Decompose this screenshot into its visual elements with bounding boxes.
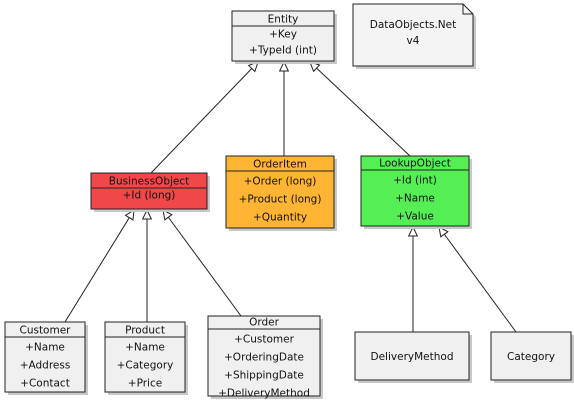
class-box <box>4 321 86 393</box>
class-box <box>490 331 572 381</box>
class-attribute: +Name <box>25 342 65 354</box>
class-attribute: +Name <box>125 342 165 354</box>
class-delivery-method[interactable]: DeliveryMethod <box>354 331 472 383</box>
class-attribute: +Value <box>396 211 434 223</box>
class-box <box>354 331 470 381</box>
class-customer[interactable]: Customer +Name +Address +Contact <box>4 321 88 395</box>
class-name: DeliveryMethod <box>371 351 454 363</box>
class-attribute: +Key <box>269 29 297 41</box>
class-attribute: +Order (long) <box>244 176 317 188</box>
inheritance-arrow-order <box>162 209 173 221</box>
edge-lookup_object-to-entity <box>316 67 411 157</box>
class-attribute: +Id (int) <box>393 175 437 187</box>
class-attribute: +Category <box>117 360 174 372</box>
class-attribute: +DeliveryMethod <box>218 388 310 400</box>
edge-customer-to-business_object <box>64 217 130 323</box>
class-box <box>231 10 335 62</box>
class-attribute: +TypeId (int) <box>249 45 317 57</box>
class-name: Product <box>125 325 165 337</box>
class-attribute: +OrderingDate <box>224 352 304 364</box>
class-box <box>225 155 335 229</box>
class-lookup-object[interactable]: LookupObject +Id (int) +Name +Value <box>360 155 472 229</box>
edge-business_object-to-entity <box>150 68 253 174</box>
class-name: LookupObject <box>379 158 451 170</box>
class-attribute: +Id (long) <box>123 190 176 202</box>
note-fold <box>462 4 473 15</box>
class-product[interactable]: Product +Name +Category +Price <box>104 321 188 395</box>
inheritance-arrow-order_item <box>278 60 290 72</box>
note-text: v4 <box>407 35 420 47</box>
class-entity[interactable]: Entity +Key +TypeId (int) <box>231 10 337 64</box>
class-attribute: +ShippingDate <box>224 370 304 382</box>
class-box <box>90 172 208 210</box>
class-name: Category <box>507 351 555 363</box>
class-name: Entity <box>268 14 299 26</box>
class-attribute: +Price <box>128 378 162 390</box>
class-name: Order <box>249 317 280 329</box>
inheritance-arrow-category <box>438 226 449 238</box>
inheritance-arrow-customer <box>124 209 135 221</box>
class-order[interactable]: Order +Customer +OrderingDate +ShippingDate… <box>207 315 323 400</box>
note-box <box>352 3 474 67</box>
class-business-object[interactable]: BusinessObject +Id (long) <box>90 172 210 212</box>
class-category[interactable]: Category <box>490 331 574 383</box>
edge-order-to-business_object <box>167 216 242 317</box>
inheritance-arrow-product <box>141 208 153 220</box>
inheritance-arrow-delivery_method <box>407 225 419 237</box>
class-attribute: +Quantity <box>253 212 307 224</box>
class-box <box>360 155 470 227</box>
note: DataObjects.Net v4 <box>352 3 476 69</box>
class-box <box>104 321 186 393</box>
class-name: Customer <box>19 325 71 337</box>
class-attribute: +Customer <box>234 334 294 346</box>
class-name: OrderItem <box>253 159 307 171</box>
class-order-item[interactable]: OrderItem +Order (long) +Product (long) +Qu… <box>225 155 337 231</box>
class-attribute: +Name <box>395 193 435 205</box>
class-name: BusinessObject <box>109 176 190 188</box>
note-text: DataObjects.Net <box>370 19 457 31</box>
class-attribute: +Product (long) <box>239 194 322 206</box>
edge-category-to-lookup_object <box>443 233 517 333</box>
class-attribute: +Contact <box>20 378 70 390</box>
class-attribute: +Address <box>20 360 71 372</box>
